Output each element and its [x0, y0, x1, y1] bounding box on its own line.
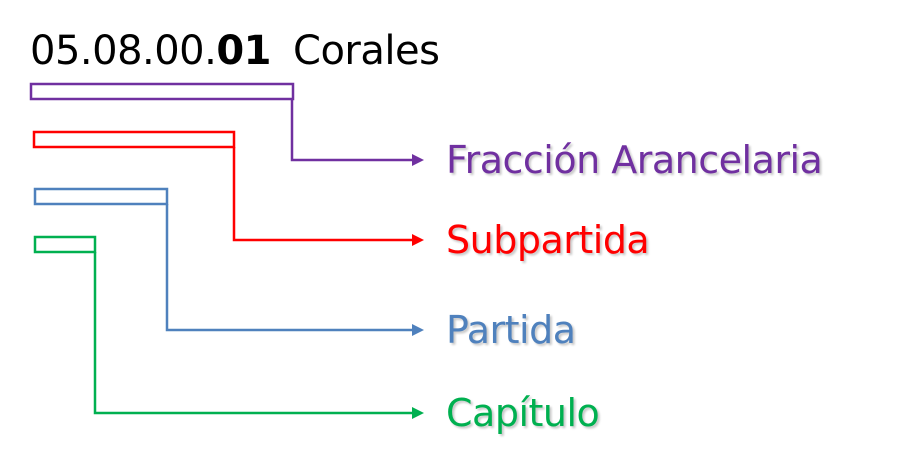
arrowhead-fraccion	[412, 154, 424, 166]
arrowhead-capitulo	[412, 407, 424, 419]
label-capitulo: Capítulo	[446, 391, 600, 435]
bracket-capitulo	[33, 235, 97, 254]
arrowhead-subpartida	[412, 234, 424, 246]
line-fraccion	[290, 99, 412, 162]
connector-capitulo	[33, 235, 424, 419]
arrowhead-partida	[412, 324, 424, 336]
line-capitulo	[93, 252, 412, 415]
bracket-subpartida	[32, 130, 236, 149]
label-partida: Partida	[446, 308, 576, 352]
bracket-partida	[33, 187, 169, 206]
tariff-code-heading: 05.08.00.01 Corales	[30, 24, 440, 78]
connector-subpartida	[32, 130, 424, 246]
line-subpartida	[232, 147, 412, 242]
label-fraccion-arancelaria: Fracción Arancelaria	[446, 138, 823, 182]
code-prefix: 05.08.00.	[30, 28, 217, 74]
line-partida	[165, 204, 412, 332]
bracket-fraccion	[29, 82, 295, 101]
code-suffix: 01	[216, 28, 272, 74]
label-subpartida: Subpartida	[446, 218, 650, 262]
code-description: Corales	[293, 28, 440, 74]
connector-partida	[33, 187, 424, 336]
connector-fraccion	[29, 82, 424, 166]
